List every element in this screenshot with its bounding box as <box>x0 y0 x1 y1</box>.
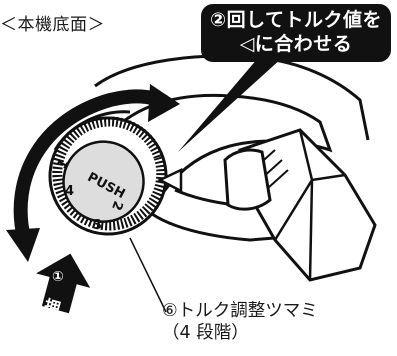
knob-number-4: 4 <box>65 184 74 199</box>
rotation-arrow <box>13 89 168 240</box>
push-text-label: 押す <box>35 295 62 332</box>
callout-line-2: ◁に合わせる <box>239 33 353 55</box>
knob-caption-line-1: ⑥トルク調整ツマミ <box>162 301 318 321</box>
hex-connector-facet <box>273 129 346 281</box>
callout-line-1: ②回してトルク値を <box>209 9 383 32</box>
knob-face <box>62 140 145 223</box>
knob-number-3: 3 <box>93 218 102 233</box>
caption-leader-line <box>129 237 167 313</box>
knob-caption-line-2: （4 段階） <box>162 322 249 343</box>
bottom-view-label: ＜本機底面＞ <box>0 15 105 35</box>
pointer-triangle-icon <box>157 168 183 194</box>
rotation-arrow-head-top <box>148 84 180 122</box>
push-arrow-icon <box>36 253 91 314</box>
instruction-callout: ②回してトルク値を ◁に合わせる <box>201 4 391 62</box>
torque-knob <box>48 116 168 236</box>
torque-knob-caption: ⑥トルク調整ツマミ （4 段階） <box>162 301 318 345</box>
rotation-arrow-head-bottom <box>6 228 40 262</box>
callout-tail <box>178 58 282 152</box>
connector-collar <box>223 148 272 211</box>
push-number-label: ① <box>52 269 64 285</box>
